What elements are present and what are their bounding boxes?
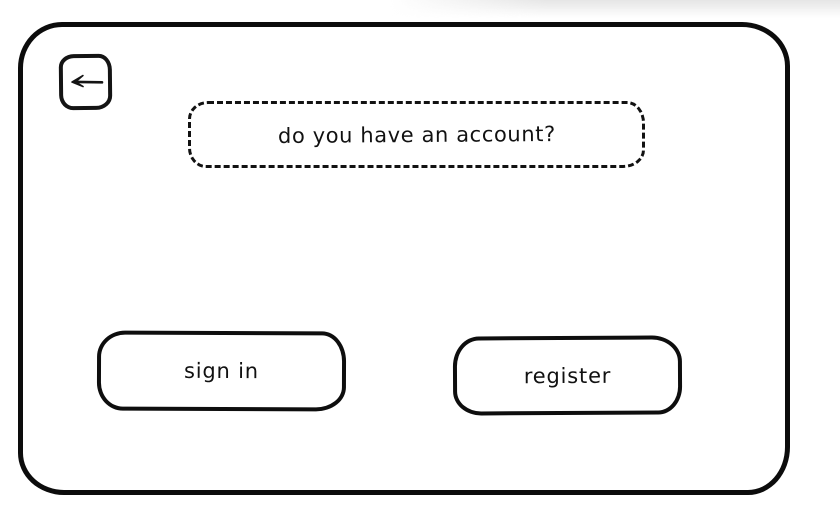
register-button[interactable]: register [452, 335, 683, 416]
back-button[interactable] [58, 53, 113, 111]
account-question-text: do you have an account? [277, 121, 556, 148]
sign-in-button[interactable]: sign in [96, 330, 347, 412]
arrow-left-icon [66, 71, 104, 93]
top-edge-shadow [390, 0, 840, 18]
account-question-box: do you have an account? [188, 101, 645, 168]
card-frame: do you have an account? sign in register [18, 22, 790, 495]
